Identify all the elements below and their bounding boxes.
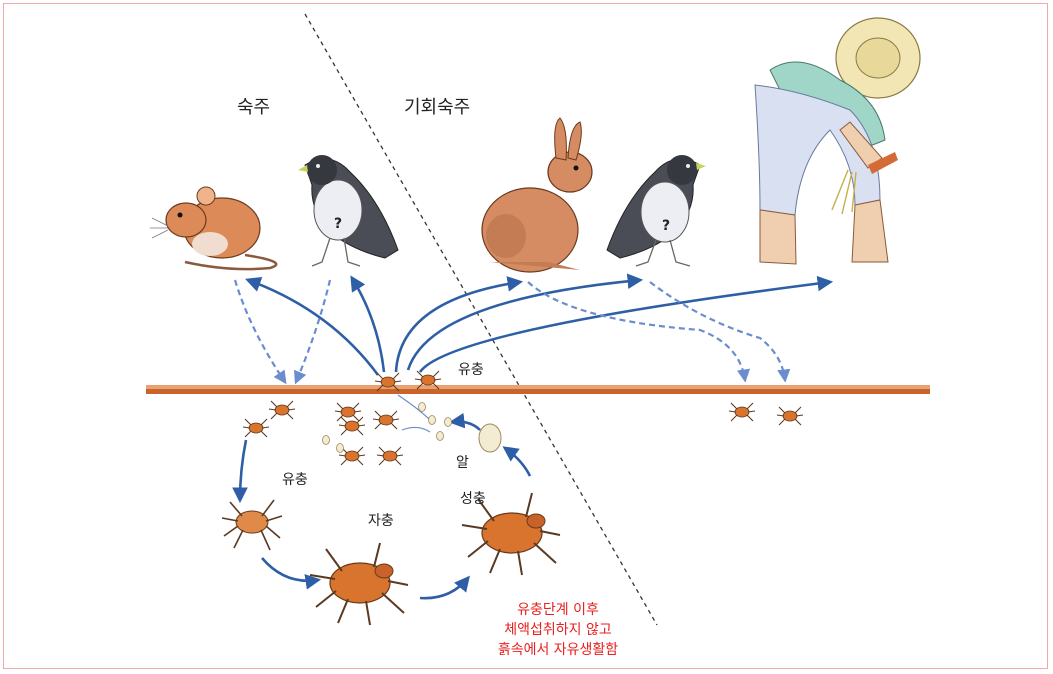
host-to-ground-arrows [233,279,791,385]
note-line-3: 흙속에서 자유생활함 [497,642,619,658]
bird-question-mark-1: ? [334,216,342,232]
label-egg: 알 [456,455,469,471]
larva-to-host-arrows [245,273,834,376]
eggs-small [322,402,452,453]
note-line-1: 유충단계 이후 [517,602,599,618]
label-adult: 성충 [460,491,486,507]
larva-mite [221,499,283,551]
host-separator-line [304,13,658,626]
life-cycle-arrows [232,412,532,600]
bird-illustration-host [298,155,399,267]
bird-illustration-accidental [606,155,706,267]
label-accidental-host: 기회숙주 [404,97,471,118]
nymph-mite [309,542,409,626]
label-host: 숙주 [237,97,271,118]
free-living-note: 유충단계 이후 체액섭취하지 않고 흙속에서 자유생활함 [468,600,648,660]
egg-hatch-lines [397,394,431,433]
bird-question-mark-2: ? [662,218,670,234]
mouse-illustration [150,186,278,271]
label-larva-top: 유충 [458,362,484,378]
label-nymph: 자충 [368,513,394,529]
diagram-frame [3,3,1048,669]
farmer-illustration [754,17,921,265]
rabbit-illustration [481,117,593,273]
label-larva-cycle: 유충 [282,472,308,488]
ground-line [146,385,930,394]
note-line-2: 체액섭취하지 않고 [504,622,612,638]
egg-large [478,423,502,453]
